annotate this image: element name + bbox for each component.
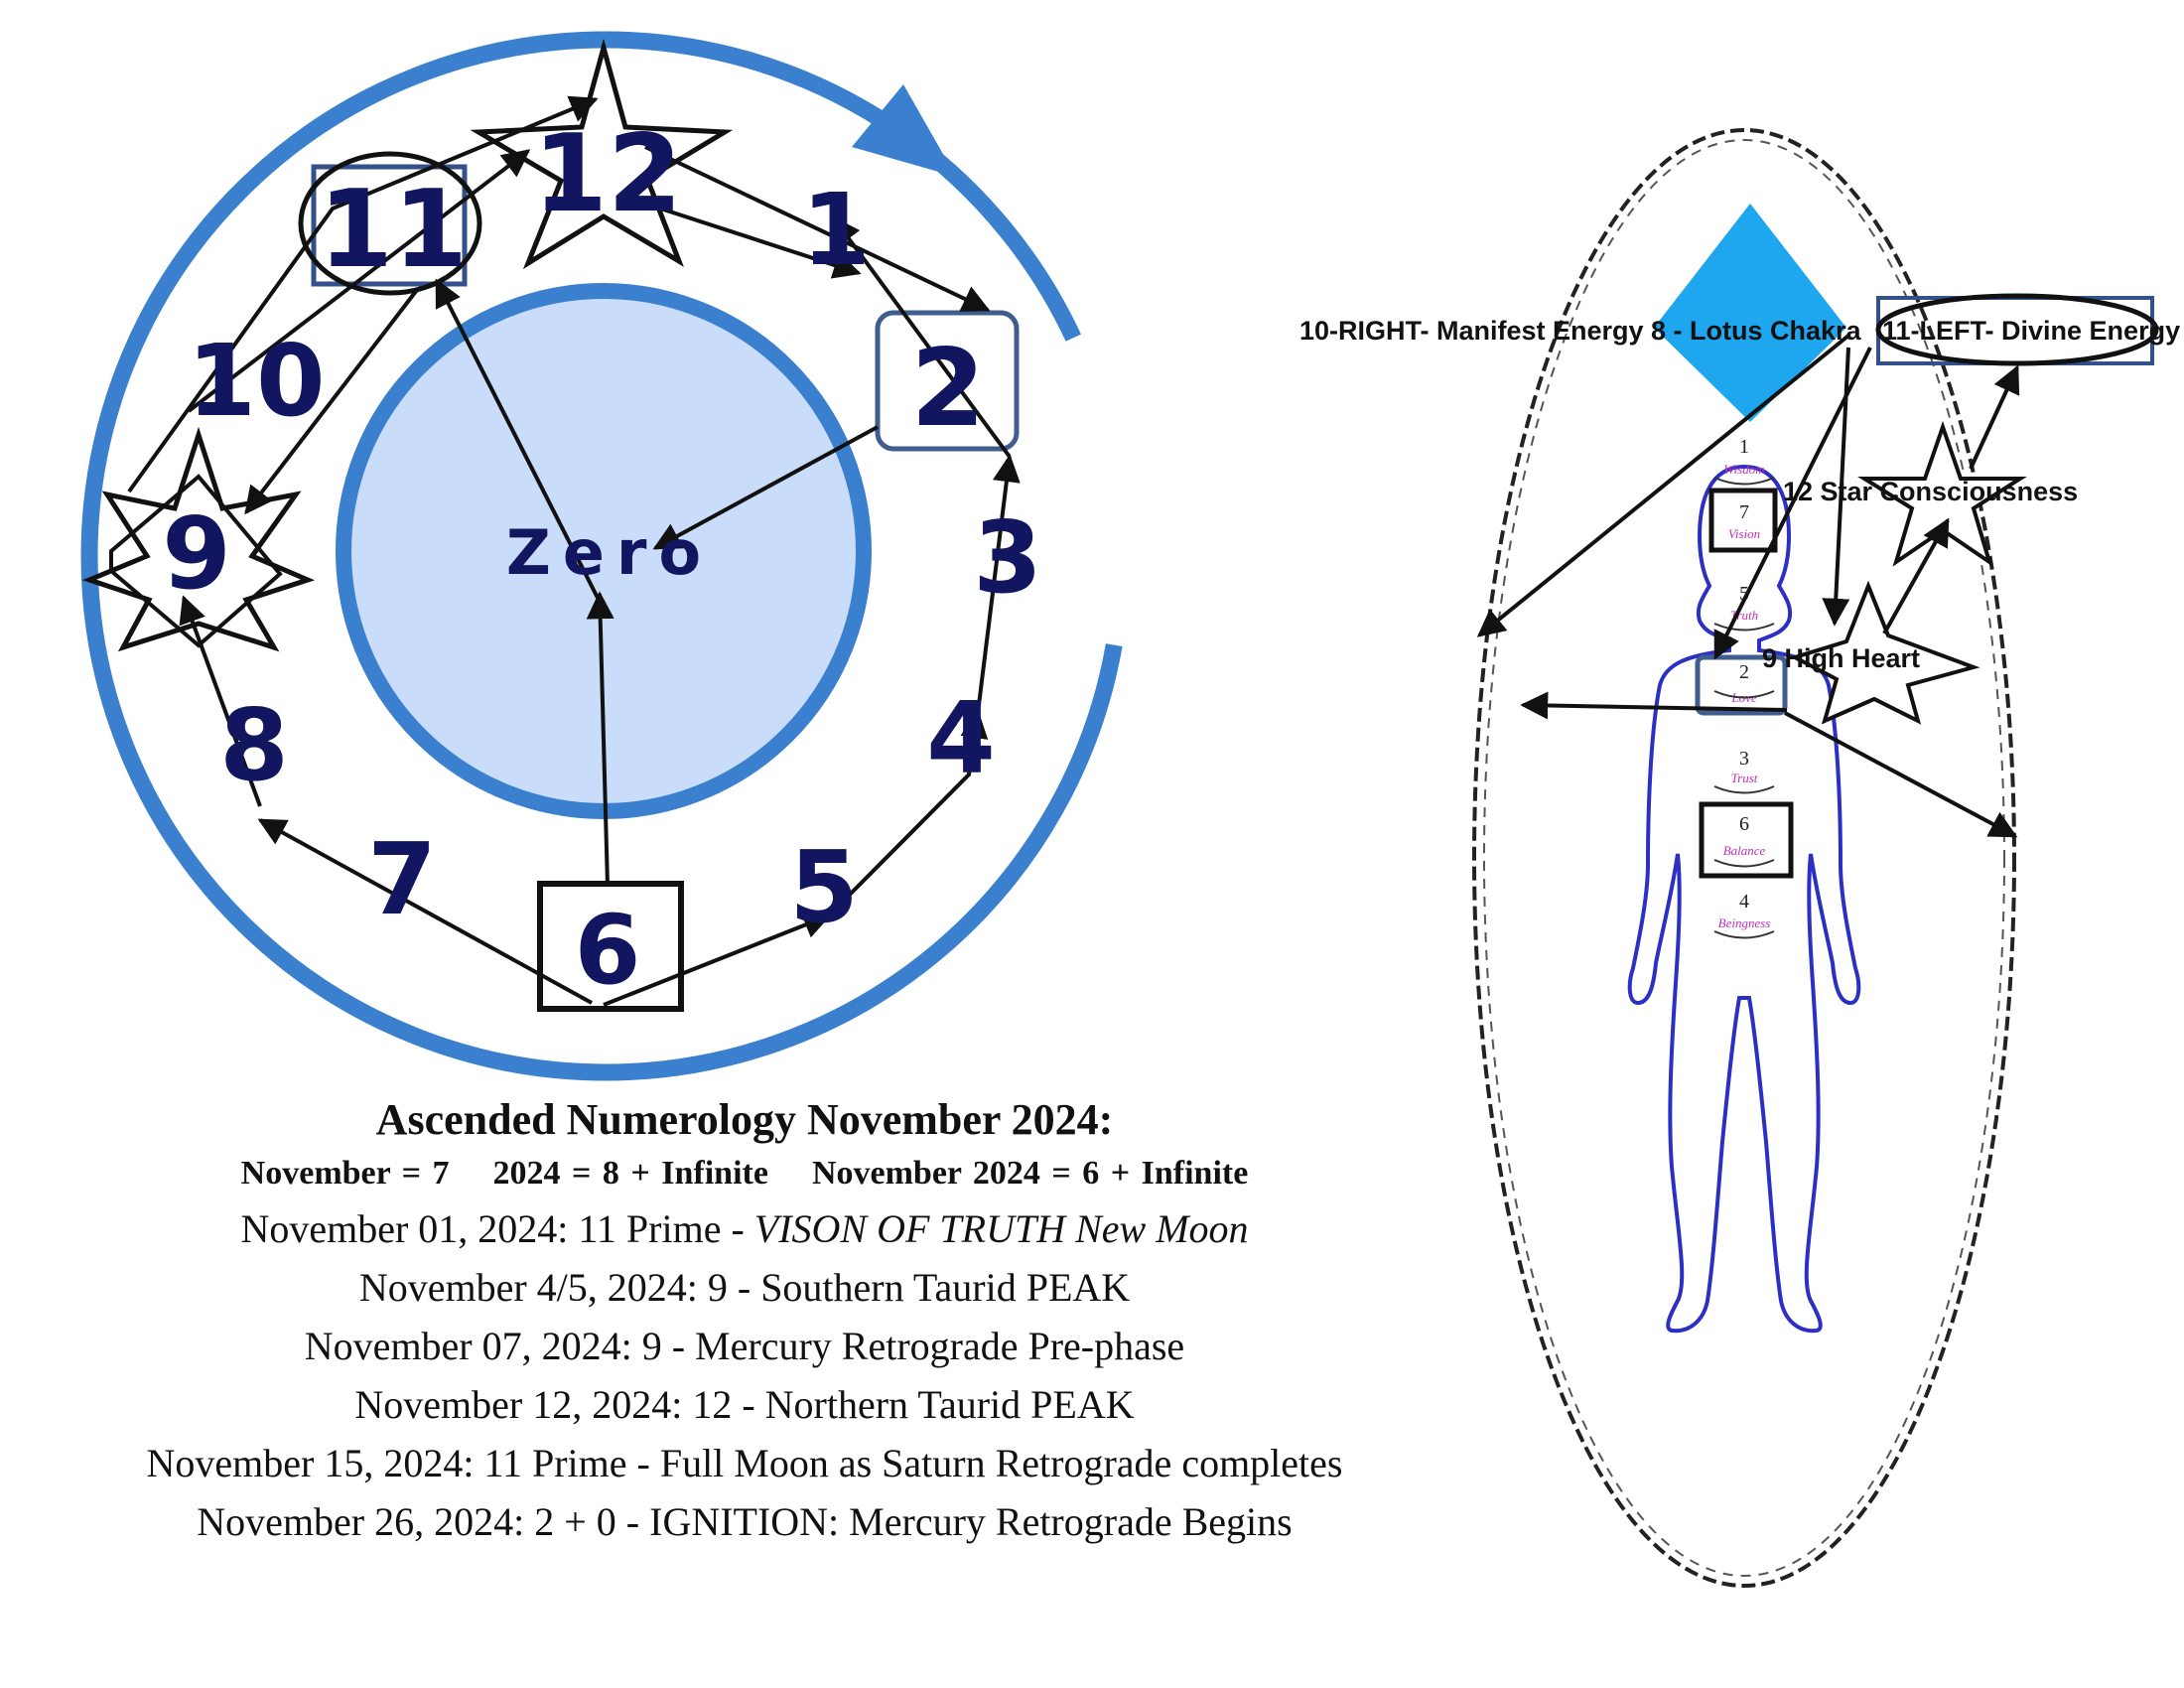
lotus-diamond-icon xyxy=(1654,204,1846,422)
wheel-number-12: 12 xyxy=(533,112,682,236)
arrow-star-to-left xyxy=(1969,364,2020,470)
label-left-divine: 11-LEFT- Divine Energy xyxy=(1882,316,2180,346)
label-lotus-chakra: 8 - Lotus Chakra xyxy=(1651,316,1862,346)
chakra-arc xyxy=(1713,785,1775,794)
wheel-center-label: Zero xyxy=(506,516,713,589)
star-9-high-heart-icon xyxy=(1789,580,1980,725)
wheel-number-11: 11 xyxy=(319,168,468,292)
numerology-wheel: 12 11 1 2 3 4 5 6 7 8 9 10 Zero xyxy=(80,31,1131,1081)
arrow-9-to-12 xyxy=(127,95,599,493)
chakra-arc xyxy=(1713,623,1775,632)
chakra-word: Balance xyxy=(1723,843,1766,858)
subtitle-line: November = 7 2024 = 8 + Infinite November … xyxy=(0,1148,1489,1199)
body-chakra-chart: 1 Wisdom 7 Vision 5 Truth 2 Love 3 Trust… xyxy=(1299,128,2180,1588)
wheel-number-8: 8 xyxy=(219,687,289,803)
wheel-number-9: 9 xyxy=(162,495,231,612)
label-high-heart: 9 High Heart xyxy=(1762,643,1920,673)
arrow-6-to-zero xyxy=(586,591,614,887)
page-title: Ascended Numerology November 2024: xyxy=(375,1095,1114,1144)
chakra-arc xyxy=(1713,477,1775,486)
arrow-heart-to-star xyxy=(1882,517,1950,634)
arrow-left-to-heart xyxy=(1822,347,1850,627)
event-line: November 26, 2024: 2 + 0 - IGNITION: Mer… xyxy=(197,1499,1293,1544)
event-line: November 15, 2024: 11 Prime - Full Moon … xyxy=(146,1441,1343,1485)
body-arrows xyxy=(1476,334,2020,838)
chakra-arc xyxy=(1713,859,1775,868)
chakra-number: 7 xyxy=(1739,501,1749,523)
arrow-6-to-7 xyxy=(257,818,593,1005)
ring-arrowhead-icon xyxy=(852,84,956,177)
chakra-number: 2 xyxy=(1739,661,1749,683)
wheel-number-1: 1 xyxy=(801,172,871,288)
oval-11-left-icon xyxy=(1875,293,2159,366)
chakra-word: Wisdom xyxy=(1723,462,1764,477)
wheel-number-10: 10 xyxy=(187,323,325,439)
subtitle-month-year: November 2024 = 6 + Infinite xyxy=(811,1155,1249,1192)
chakra-arc xyxy=(1713,690,1775,699)
chakra-number: 1 xyxy=(1739,436,1749,458)
arrow-1-to-2 xyxy=(644,145,991,312)
wheel-arrows xyxy=(127,95,1021,1007)
chakra-word: Beingness xyxy=(1718,915,1771,930)
chakra-number: 3 xyxy=(1739,748,1749,770)
chakra-word: Trust xyxy=(1731,771,1758,785)
event-line: November 01, 2024: 11 Prime - VISON OF T… xyxy=(0,1199,1489,1258)
wheel-number-6: 6 xyxy=(575,895,641,1006)
arrow-zero-to-11 xyxy=(435,278,603,605)
arrow-4-to-3 xyxy=(976,454,1021,714)
chakra-number: 4 xyxy=(1739,891,1749,913)
arrow-5-to-4 xyxy=(827,710,989,917)
event-line: November 07, 2024: 9 - Mercury Retrograd… xyxy=(304,1324,1185,1368)
chakra-word: Vision xyxy=(1728,526,1760,541)
wheel-number-5: 5 xyxy=(789,829,859,945)
outer-ring xyxy=(80,31,1131,1081)
chakra-number: 6 xyxy=(1739,813,1749,835)
aura-inner-oval xyxy=(1483,139,2005,1577)
chakra-box-2-icon xyxy=(1695,654,1788,716)
chakra-box-6-icon xyxy=(1699,801,1794,879)
arrow-heart-to-left-aura xyxy=(1520,691,1788,720)
arrow-11-to-9 xyxy=(244,288,419,515)
chakra-arc xyxy=(1713,930,1775,939)
wheel-number-7: 7 xyxy=(367,821,437,937)
arrow-12-to-1 xyxy=(644,202,862,279)
star-9-inner-icon xyxy=(109,474,283,648)
wheel-number-3: 3 xyxy=(973,499,1042,616)
wheel-number-2: 2 xyxy=(910,327,985,451)
label-star-consciousness: 12 Star Consciousness xyxy=(1783,477,2078,506)
numerology-text-block: Ascended Numerology November 2024: Novem… xyxy=(0,1092,1489,1551)
subtitle-month: November = 7 xyxy=(240,1155,450,1192)
box-11-icon xyxy=(311,164,468,287)
star-12-icon xyxy=(470,38,734,270)
arrow-3-to-2 xyxy=(832,215,1012,459)
oval-11-icon xyxy=(298,151,482,296)
event-line: November 4/5, 2024: 9 - Southern Taurid … xyxy=(358,1265,1131,1310)
chakra-number: 5 xyxy=(1739,583,1749,605)
arrow-6-to-5 xyxy=(603,912,832,1007)
arrow-love-to-right-aura xyxy=(1784,711,2018,838)
human-body-outline xyxy=(1627,464,1861,1334)
event-text: November 01, 2024: 11 Prime - xyxy=(240,1206,754,1251)
subtitle-year: 2024 = 8 + Infinite xyxy=(492,1155,768,1192)
arrow-left-to-aura xyxy=(1476,334,1850,637)
wheel-number-4: 4 xyxy=(926,680,996,796)
chakra-marks: 1 Wisdom 7 Vision 5 Truth 2 Love 3 Trust… xyxy=(1695,436,1794,939)
box-2-icon xyxy=(875,310,1020,452)
arrow-10-to-12 xyxy=(187,149,531,413)
arrow-8-to-9 xyxy=(179,595,262,807)
label-right-manifest: 10-RIGHT- Manifest Energy xyxy=(1299,316,1644,346)
aura-outer-oval xyxy=(1472,128,2016,1588)
event-line: November 12, 2024: 12 - Northern Taurid … xyxy=(354,1382,1135,1427)
event-italic-text: VISON OF TRUTH New Moon xyxy=(753,1206,1249,1251)
chakra-box-7-icon xyxy=(1708,488,1778,553)
arrow-2-to-zero xyxy=(652,425,879,550)
